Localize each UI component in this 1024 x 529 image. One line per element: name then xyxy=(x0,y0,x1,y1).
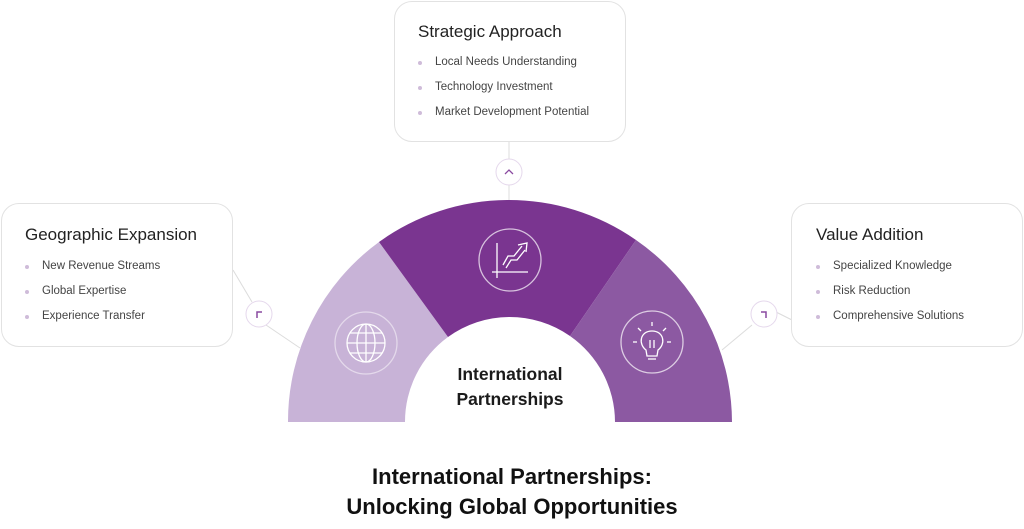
list-item: Experience Transfer xyxy=(25,304,160,329)
list-item: Market Development Potential xyxy=(418,100,589,125)
list-item: Specialized Knowledge xyxy=(816,254,964,279)
card-title: Geographic Expansion xyxy=(25,225,198,244)
connector-top xyxy=(495,158,523,186)
list-item: Technology Investment xyxy=(418,75,589,100)
card-geographic-expansion: Geographic Expansion New Revenue Streams… xyxy=(1,203,233,347)
card-strategic-approach: Strategic Approach Local Needs Understan… xyxy=(394,1,626,142)
list-item: Local Needs Understanding xyxy=(418,50,589,75)
page-title-line2: Unlocking Global Opportunities xyxy=(346,494,678,519)
center-label: International Partnerships xyxy=(410,362,610,412)
list-item: Global Expertise xyxy=(25,279,160,304)
lightbulb-icon xyxy=(620,310,684,374)
list-item: New Revenue Streams xyxy=(25,254,160,279)
card-list: New Revenue Streams Global Expertise Exp… xyxy=(25,254,160,329)
segment-strategic xyxy=(379,200,636,337)
card-title: Value Addition xyxy=(816,225,924,244)
segment-geographic xyxy=(287,242,448,422)
center-label-line2: Partnerships xyxy=(456,389,564,409)
card-value-addition: Value Addition Specialized Knowledge Ris… xyxy=(791,203,1023,347)
card-list: Specialized Knowledge Risk Reduction Com… xyxy=(816,254,964,329)
page-title: International Partnerships: Unlocking Gl… xyxy=(0,462,1024,522)
connector-left xyxy=(245,300,273,328)
card-list: Local Needs Understanding Technology Inv… xyxy=(418,50,589,125)
card-title: Strategic Approach xyxy=(418,22,562,41)
connector-right xyxy=(750,300,778,328)
growth-chart-icon xyxy=(478,228,542,292)
list-item: Risk Reduction xyxy=(816,279,964,304)
center-label-line1: International xyxy=(457,364,563,384)
page-title-line1: International Partnerships: xyxy=(372,464,652,489)
globe-icon xyxy=(334,311,398,375)
list-item: Comprehensive Solutions xyxy=(816,304,964,329)
